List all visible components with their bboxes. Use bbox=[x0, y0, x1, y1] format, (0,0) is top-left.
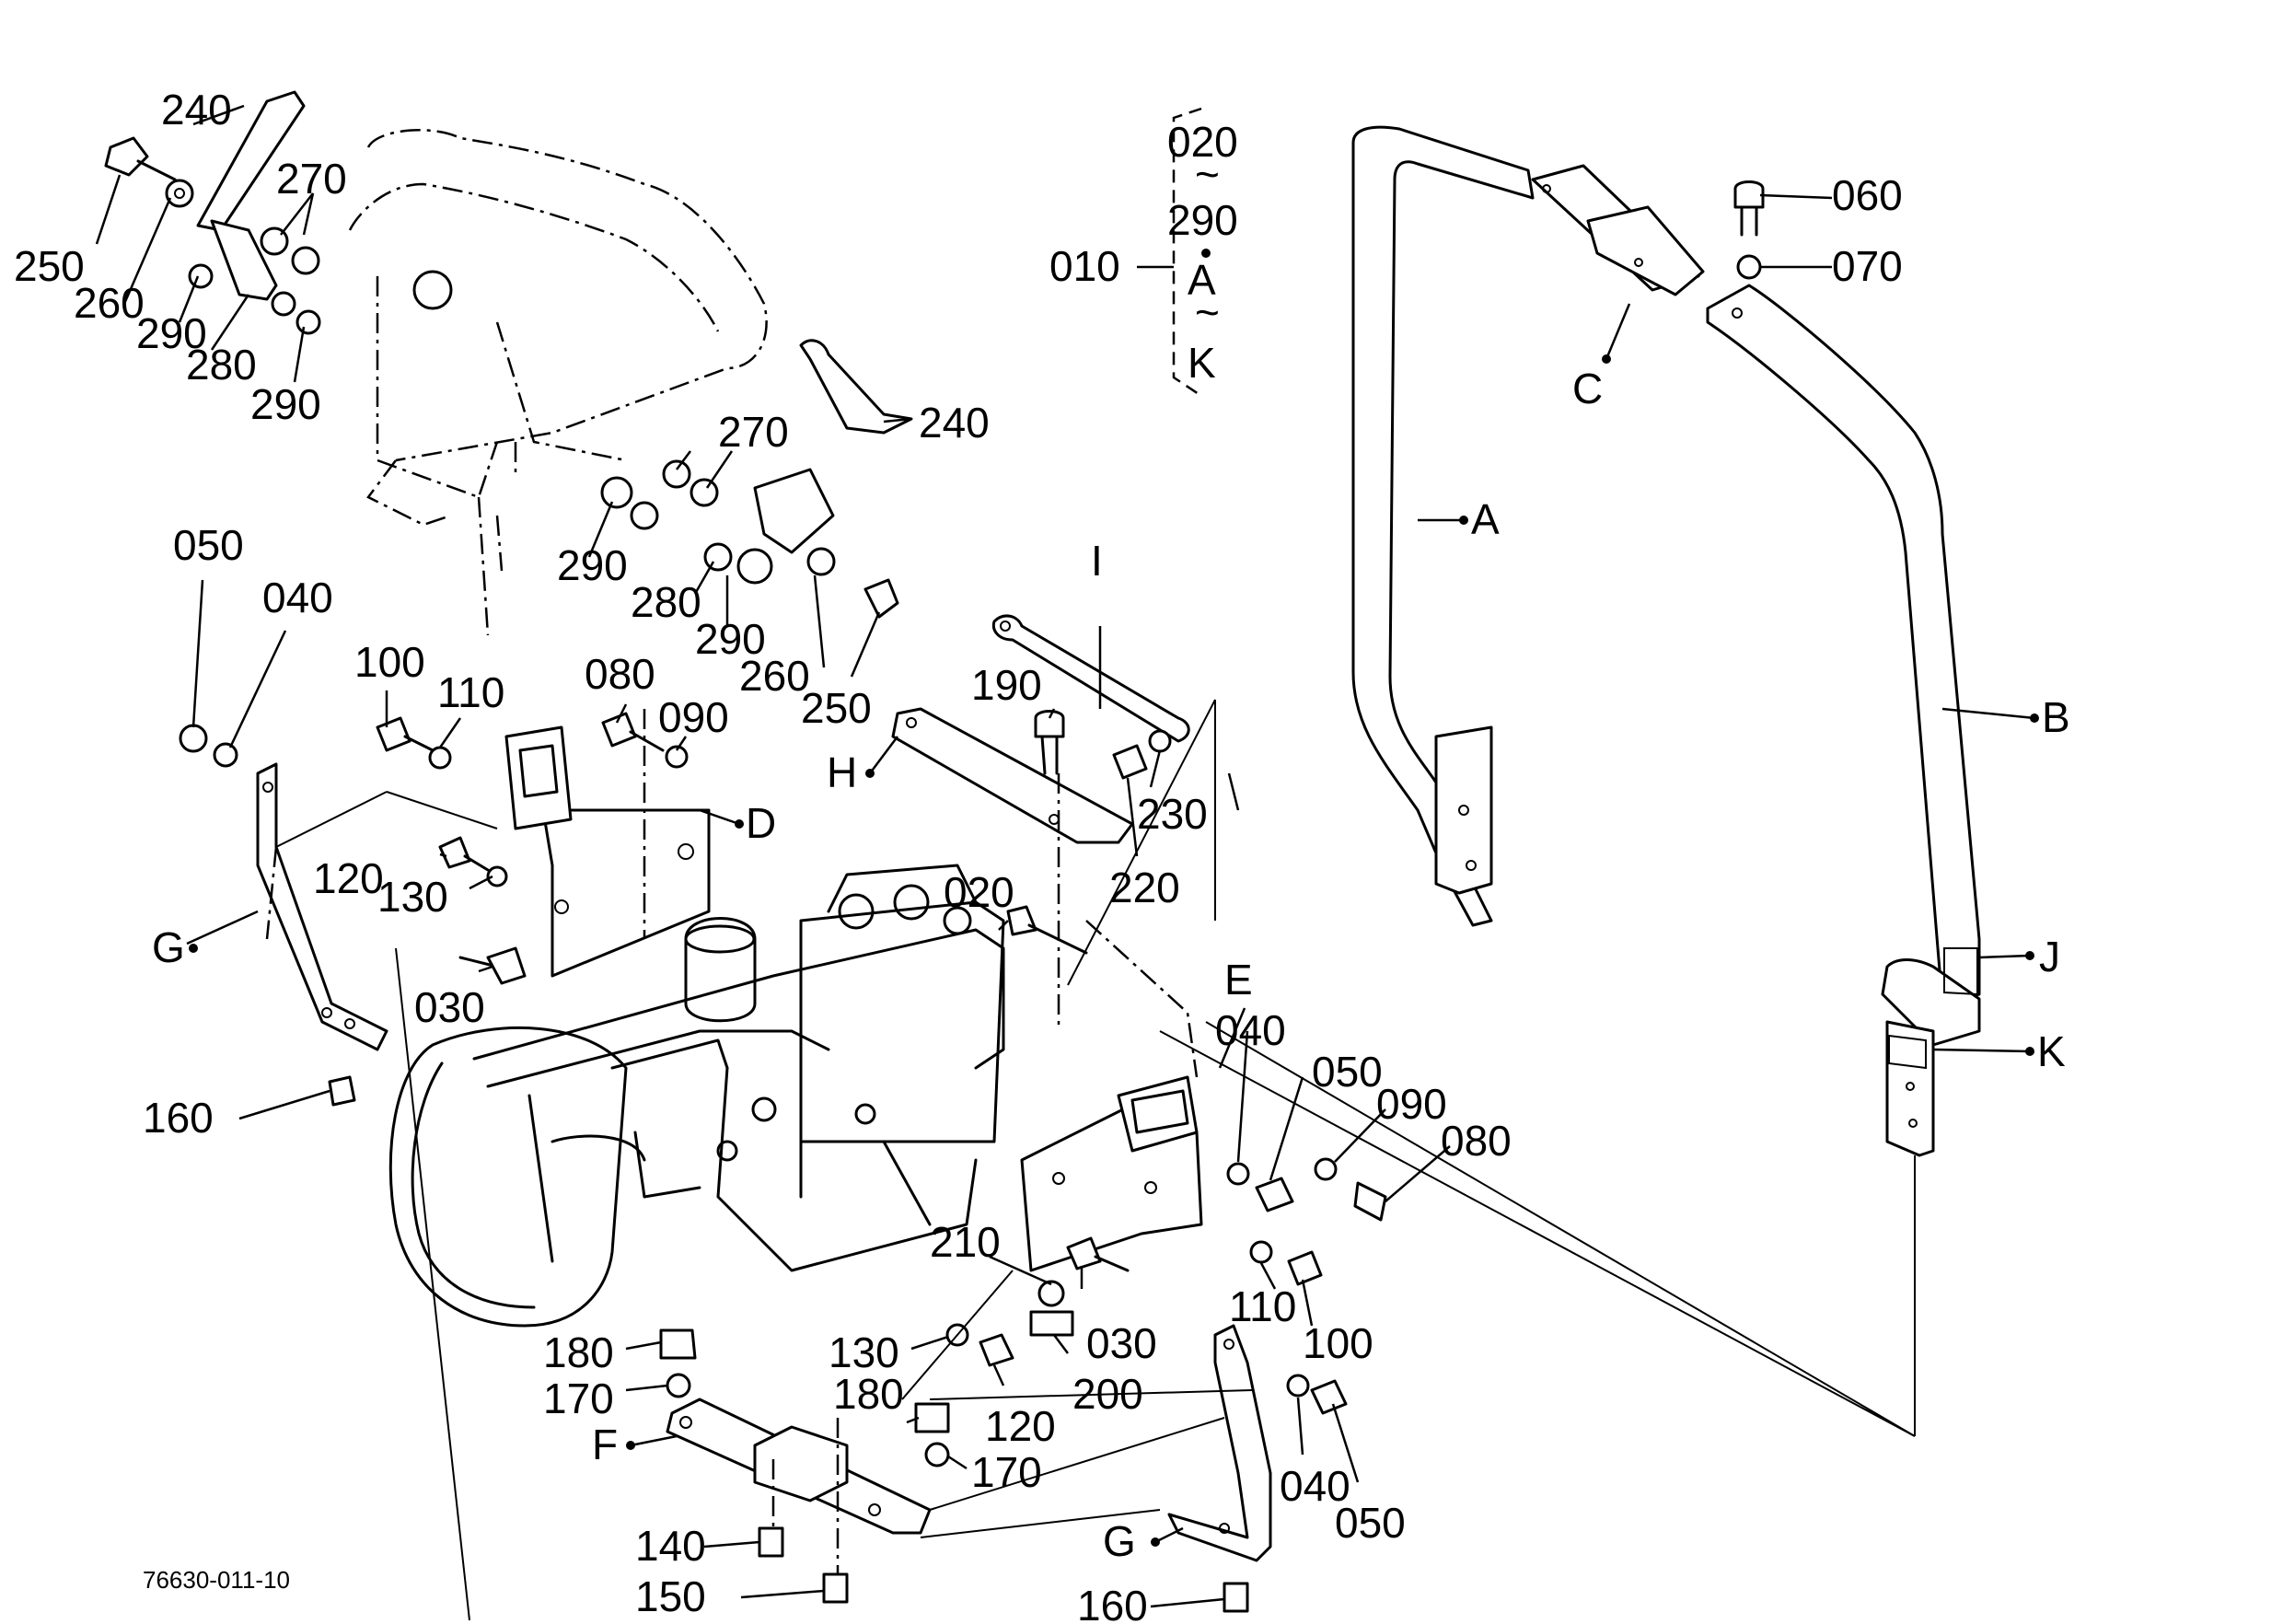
assembly-range-sep2: ~ bbox=[1195, 288, 1220, 336]
callout-220: 220 bbox=[1109, 864, 1180, 911]
assembly-range-end: 290 bbox=[1167, 196, 1238, 244]
engine-assembly bbox=[388, 864, 1005, 1328]
label-b: B bbox=[2042, 693, 2070, 741]
callout-060: 060 bbox=[1832, 171, 1903, 219]
callout-140: 140 bbox=[635, 1522, 706, 1570]
bracket-g-left bbox=[256, 762, 388, 1051]
callout-040-left: 040 bbox=[262, 574, 333, 621]
callout-170-center: 170 bbox=[971, 1448, 1042, 1496]
label-c: C bbox=[1572, 365, 1603, 412]
callout-290-left-b: 290 bbox=[250, 380, 321, 428]
callout-040-right-upper: 040 bbox=[1215, 1006, 1286, 1054]
label-e: E bbox=[1224, 956, 1253, 1003]
callout-210: 210 bbox=[930, 1218, 1001, 1266]
callout-290-right-a: 290 bbox=[557, 541, 628, 589]
callout-100-left: 100 bbox=[354, 638, 425, 686]
callout-180-center: 180 bbox=[833, 1370, 904, 1418]
callout-280-left: 280 bbox=[186, 341, 257, 389]
callout-050-left: 050 bbox=[173, 521, 244, 569]
callout-050-right-lower: 050 bbox=[1335, 1499, 1406, 1547]
label-g-left: G bbox=[152, 923, 185, 971]
callout-160-right: 160 bbox=[1077, 1582, 1148, 1624]
callout-050-right-upper: 050 bbox=[1312, 1048, 1383, 1096]
callout-250-left: 250 bbox=[14, 242, 85, 290]
callout-260-left: 260 bbox=[74, 279, 145, 327]
callout-090-left: 090 bbox=[658, 693, 729, 741]
assembly-range-sep1: ~ bbox=[1195, 150, 1220, 198]
callout-160-left: 160 bbox=[143, 1094, 214, 1142]
callout-110-left: 110 bbox=[437, 668, 504, 716]
callout-120-center: 120 bbox=[985, 1402, 1056, 1450]
callout-190: 190 bbox=[971, 661, 1042, 709]
callout-240-left: 240 bbox=[161, 86, 232, 133]
letter-dots bbox=[189, 303, 2039, 1547]
callout-070: 070 bbox=[1832, 242, 1903, 290]
seat-outline bbox=[348, 129, 768, 636]
leader-lines bbox=[95, 104, 1833, 1608]
callout-280-right: 280 bbox=[631, 578, 701, 626]
rod-i bbox=[991, 614, 1190, 743]
callout-230: 230 bbox=[1137, 790, 1208, 838]
assembly-letter-end: K bbox=[1188, 339, 1216, 387]
strap-h bbox=[891, 707, 1134, 844]
roll-bar bbox=[1351, 125, 1981, 1157]
bracket-g-right bbox=[1167, 1324, 1272, 1562]
location-lines bbox=[275, 699, 1916, 1621]
callout-040-right-lower: 040 bbox=[1280, 1462, 1350, 1510]
callout-260-right: 260 bbox=[739, 652, 810, 700]
letter-labels: A B C D E F G G H I J K bbox=[152, 365, 2070, 1565]
label-j: J bbox=[2039, 933, 2060, 980]
label-h: H bbox=[827, 748, 857, 796]
label-d: D bbox=[746, 799, 776, 847]
callout-130-left: 130 bbox=[377, 873, 448, 921]
callout-270-right: 270 bbox=[718, 408, 789, 456]
label-f: F bbox=[592, 1421, 618, 1468]
assembly-key-bracket bbox=[1172, 107, 1202, 398]
callout-240-right: 240 bbox=[919, 399, 990, 447]
callout-270-left: 270 bbox=[276, 155, 347, 203]
assembly-key: 010 020 ~ 290 A ~ K bbox=[1049, 118, 1238, 387]
callout-110-right: 110 bbox=[1229, 1282, 1296, 1330]
callout-080-right: 080 bbox=[1441, 1117, 1512, 1165]
assembly-range-start: 020 bbox=[1167, 118, 1238, 166]
callout-030-right: 030 bbox=[1086, 1319, 1157, 1367]
callout-290-left-a: 290 bbox=[136, 309, 207, 357]
callout-290-right-b: 290 bbox=[695, 615, 766, 663]
callout-170-left: 170 bbox=[543, 1375, 614, 1422]
rollbar-post-a bbox=[1351, 125, 1535, 927]
callout-020: 020 bbox=[944, 868, 1014, 916]
callout-080-left: 080 bbox=[585, 650, 655, 698]
label-i: I bbox=[1091, 537, 1103, 585]
rollbar-post-b bbox=[1706, 284, 1981, 1005]
callout-030-left: 030 bbox=[414, 983, 485, 1031]
callout-250-right: 250 bbox=[801, 684, 872, 732]
label-a: A bbox=[1471, 495, 1500, 543]
drawing-number: 76630-011-10 bbox=[143, 1566, 290, 1594]
label-g-right: G bbox=[1103, 1517, 1136, 1565]
callout-150: 150 bbox=[635, 1572, 706, 1620]
callout-200: 200 bbox=[1072, 1370, 1143, 1418]
label-k: K bbox=[2037, 1027, 2066, 1075]
assembly-ref-010: 010 bbox=[1049, 242, 1120, 290]
callout-120-left: 120 bbox=[313, 854, 384, 902]
callout-180-left: 180 bbox=[543, 1328, 614, 1376]
fasteners bbox=[104, 90, 1765, 1613]
bracket-d bbox=[541, 808, 711, 978]
callout-100-right: 100 bbox=[1303, 1319, 1373, 1367]
callout-130-center: 130 bbox=[829, 1328, 899, 1376]
assembly-letter-start: A bbox=[1188, 256, 1216, 304]
callout-090-right: 090 bbox=[1376, 1080, 1447, 1128]
assembly-lines bbox=[265, 515, 1199, 1574]
callout-labels: 240 250 260 270 290 280 290 270 240 290 … bbox=[14, 86, 1903, 1624]
